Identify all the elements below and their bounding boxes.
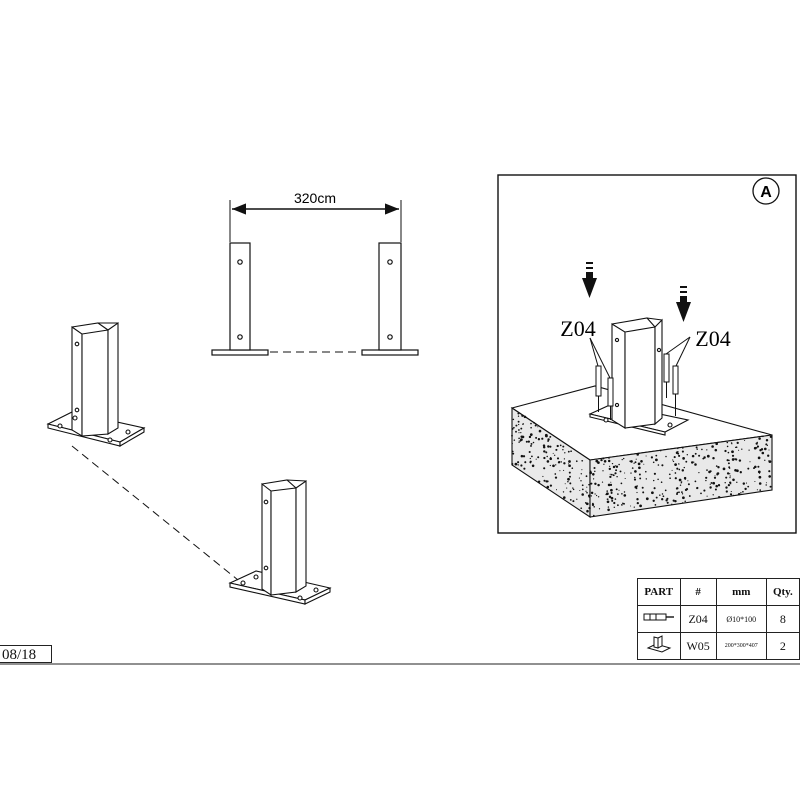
post-iso-right bbox=[228, 479, 332, 605]
detail-bolts bbox=[595, 353, 679, 420]
row-mm: Ø10*100 bbox=[715, 605, 767, 633]
parts-table-header: PART # mm Qty. bbox=[637, 578, 800, 606]
detail-post bbox=[611, 317, 663, 429]
dashed-line-iso bbox=[71, 445, 239, 581]
callout-letter: A bbox=[760, 184, 772, 201]
row-qty: 8 bbox=[765, 605, 800, 633]
row-qty: 2 bbox=[765, 632, 800, 660]
page-number: 08/18 bbox=[0, 645, 52, 663]
header-qty: Qty. bbox=[765, 578, 800, 606]
header-number: # bbox=[679, 578, 717, 606]
header-mm: mm bbox=[715, 578, 767, 606]
down-arrow-icon-left bbox=[582, 262, 597, 298]
part-label-right: Z04 bbox=[695, 326, 730, 351]
row-mm: 200*300*407 bbox=[715, 632, 767, 660]
parts-table: PART # mm Qty. Z04 Ø10*100 8 W05 200*300… bbox=[637, 578, 800, 660]
post-front-left bbox=[211, 242, 269, 356]
post-base-icon bbox=[637, 632, 681, 660]
leader-lines bbox=[589, 336, 691, 379]
dimension-label: 320cm bbox=[294, 190, 336, 206]
detail-panel: A bbox=[497, 174, 797, 534]
concrete-texture bbox=[511, 412, 773, 517]
post-front-right bbox=[361, 242, 419, 356]
table-row: Z04 Ø10*100 8 bbox=[637, 605, 800, 633]
down-arrow-icon-right bbox=[676, 286, 691, 322]
post-iso-left bbox=[46, 321, 146, 447]
callout-circle bbox=[752, 177, 780, 205]
part-label-left: Z04 bbox=[560, 316, 595, 341]
row-number: Z04 bbox=[679, 605, 717, 633]
dimension-320: 320cm bbox=[229, 190, 402, 242]
table-row: W05 200*300*407 2 bbox=[637, 632, 800, 660]
anchor-bolt-icon bbox=[637, 605, 681, 633]
row-number: W05 bbox=[679, 632, 717, 660]
header-part: PART bbox=[637, 578, 681, 606]
